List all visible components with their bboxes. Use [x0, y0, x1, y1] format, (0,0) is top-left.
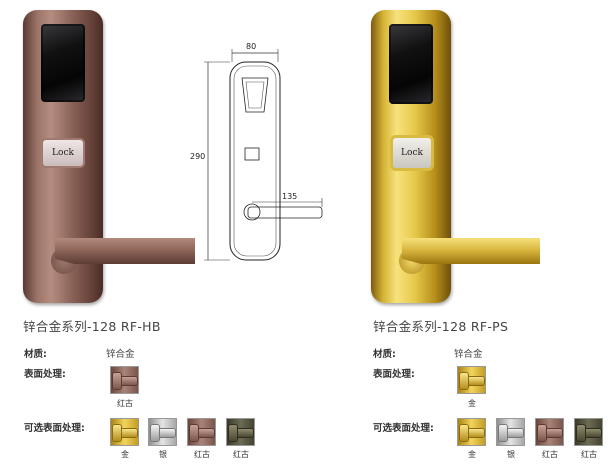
lever-dimension-label: 135 — [282, 192, 298, 201]
material-label: 材质: — [373, 349, 396, 360]
option-caption: 红古 — [581, 450, 597, 459]
card-reader-window — [41, 24, 85, 102]
option-caption: 红古 — [542, 450, 558, 459]
drawing-svg — [204, 49, 323, 261]
technical-drawing: 80 290 135 — [190, 40, 340, 270]
option-swatch-red-bronze — [187, 418, 216, 446]
option-caption: 银 — [507, 450, 515, 459]
lock-button: Lock — [393, 138, 431, 168]
option-swatch-silver — [496, 418, 525, 446]
option-swatch-dark-bronze — [226, 418, 255, 446]
door-lever — [402, 238, 540, 264]
width-dimension-label: 80 — [246, 42, 257, 51]
product-title: 锌合金系列-128 RF-HB — [23, 319, 161, 334]
options-label: 可选表面处理: — [24, 423, 85, 434]
finish-label: 表面处理: — [373, 369, 415, 380]
material-value: 锌合金 — [106, 349, 135, 360]
finish-caption: 金 — [468, 399, 476, 408]
option-swatch-gold — [457, 418, 486, 446]
material-value: 锌合金 — [454, 349, 483, 360]
card-reader-window — [389, 24, 433, 104]
finish-swatch-red-bronze — [110, 366, 139, 394]
option-caption: 红古 — [233, 450, 249, 459]
option-caption: 红古 — [194, 450, 210, 459]
finish-label: 表面处理: — [24, 369, 66, 380]
options-label: 可选表面处理: — [373, 423, 434, 434]
finish-caption: 红古 — [117, 399, 133, 408]
option-swatch-red-bronze — [535, 418, 564, 446]
lock-button: Lock — [43, 140, 83, 166]
product-title: 锌合金系列-128 RF-PS — [373, 319, 509, 334]
option-swatch-silver — [148, 418, 177, 446]
material-label: 材质: — [24, 349, 47, 360]
finish-swatch-gold — [457, 366, 486, 394]
option-caption: 金 — [121, 450, 129, 459]
option-swatch-gold — [110, 418, 139, 446]
option-caption: 银 — [159, 450, 167, 459]
height-dimension-label: 290 — [190, 152, 206, 161]
option-swatch-dark-bronze — [574, 418, 603, 446]
option-caption: 金 — [468, 450, 476, 459]
door-lever — [55, 238, 195, 264]
